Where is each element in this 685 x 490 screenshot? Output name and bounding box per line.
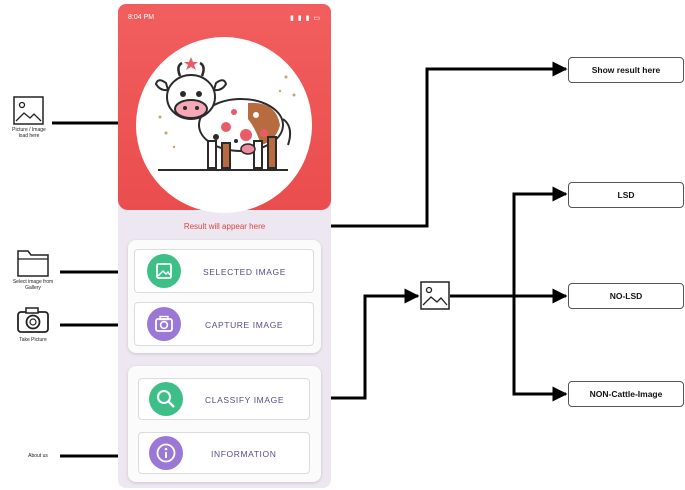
arrow-classify-to-image-node [307,288,420,400]
info-button-icon [149,436,183,470]
phone-mockup: 8:04 PM ▮ ▮ ▮ ▭ [118,4,331,488]
information-label: INFORMATION [211,449,277,459]
capture-image-button[interactable]: CAPTURE IMAGE [134,302,314,346]
status-time: 8:04 PM [128,14,155,21]
camera-button-icon [147,307,181,341]
arrow-junction-to-non-cattle [512,296,568,402]
show-result-box: Show result here [568,57,684,83]
arrow-junction-to-lsd [512,186,568,296]
non-cattle-box: NON-Cattle-Image [568,381,684,407]
camera-icon [17,307,49,333]
result-placeholder: Result will appear here [183,222,266,231]
image-input-card: SELECTED IMAGE CAPTURE IMAGE [128,240,321,353]
lsd-box: LSD [568,182,684,208]
gallery-button-icon [147,254,181,288]
picture-label: Picture / Image load here [12,127,46,139]
about-label: About us [28,453,48,459]
classify-image-label: CLASSIFY IMAGE [205,395,285,405]
search-button-icon [149,382,183,416]
arrow-result-to-show-box [283,61,568,228]
gallery-label: Select image from Gallery [12,279,54,291]
picture-icon [13,96,44,125]
cow-illustration [154,57,296,171]
image-node-icon [420,281,450,310]
classify-image-button[interactable]: CLASSIFY IMAGE [138,378,310,420]
status-icons: ▮ ▮ ▮ ▭ [289,15,321,22]
take-picture-label: Take Picture [19,337,47,343]
no-lsd-box: NO-LSD [568,283,684,309]
selected-image-button[interactable]: SELECTED IMAGE [134,249,314,293]
actions-card: CLASSIFY IMAGE INFORMATION [128,366,321,482]
information-button[interactable]: INFORMATION [138,432,310,474]
selected-image-label: SELECTED IMAGE [203,267,287,277]
image-display-circle[interactable] [136,37,312,213]
capture-image-label: CAPTURE IMAGE [205,320,284,330]
folder-icon [17,250,49,277]
